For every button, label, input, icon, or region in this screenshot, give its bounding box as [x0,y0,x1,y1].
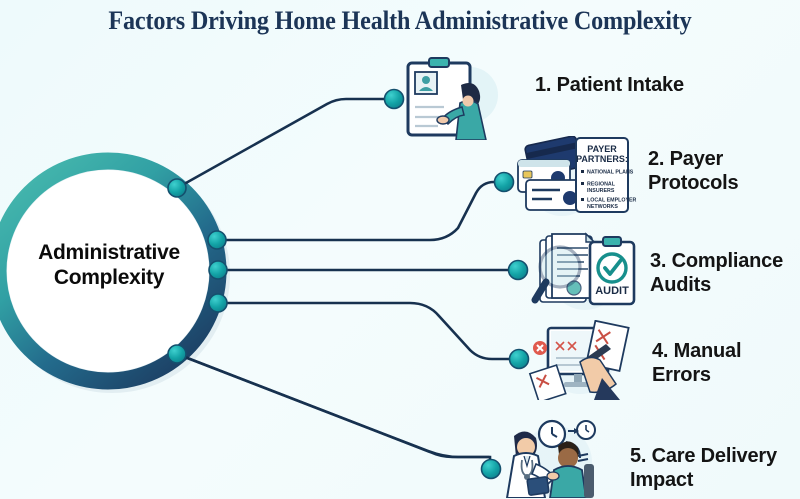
item-label-5: 5. Care Delivery Impact [630,445,777,491]
payer-bullet-2a: REGIONAL [587,182,616,188]
hub-node-2[interactable] [207,230,227,250]
icon-payer-protocols: PAYER PARTNERS: NATIONAL PLANS REGIONAL … [510,135,640,218]
icon-manual-errors [528,319,640,404]
item-label-4: 4. Manual Errors [652,340,742,386]
payer-bullet-2b: INSURERS [587,188,615,194]
icon-patient-intake [398,55,503,141]
payer-card-heading-line1: PAYER [587,144,617,154]
payer-bullet-3a: LOCAL EMPLOYER [587,198,637,204]
icon-compliance-audits: AUDIT [530,232,640,312]
item-label-2: 2. Payer Protocols [648,148,739,194]
hub-node-3[interactable] [208,260,228,280]
page-title: Factors Driving Home Health Administrati… [108,6,692,35]
icon-care-delivery-impact [500,418,620,499]
payer-card-heading-line2: PARTNERS: [576,154,628,164]
hub-label: Administrative Complexity [38,241,180,290]
connector-line-4 [216,301,520,361]
hub-node-5[interactable] [167,344,187,364]
end-node-5[interactable] [480,458,502,480]
end-node-3[interactable] [507,259,529,281]
item-label-3: 3. Compliance Audits [650,250,783,296]
hub-node-1[interactable] [167,178,187,198]
payer-bullet-1: NATIONAL PLANS [587,170,634,176]
connector-line-1 [175,97,394,190]
connector-line-2 [215,180,505,242]
end-node-4[interactable] [508,348,530,370]
audit-caption: AUDIT [595,285,629,297]
payer-bullet-3b: NETWORKS [587,204,618,210]
hub-node-4[interactable] [208,293,228,313]
end-node-2[interactable] [493,171,515,193]
end-node-1[interactable] [383,88,405,110]
item-label-1: 1. Patient Intake [535,74,684,96]
connector-line-5b [175,352,491,459]
hub-fill [7,170,209,372]
